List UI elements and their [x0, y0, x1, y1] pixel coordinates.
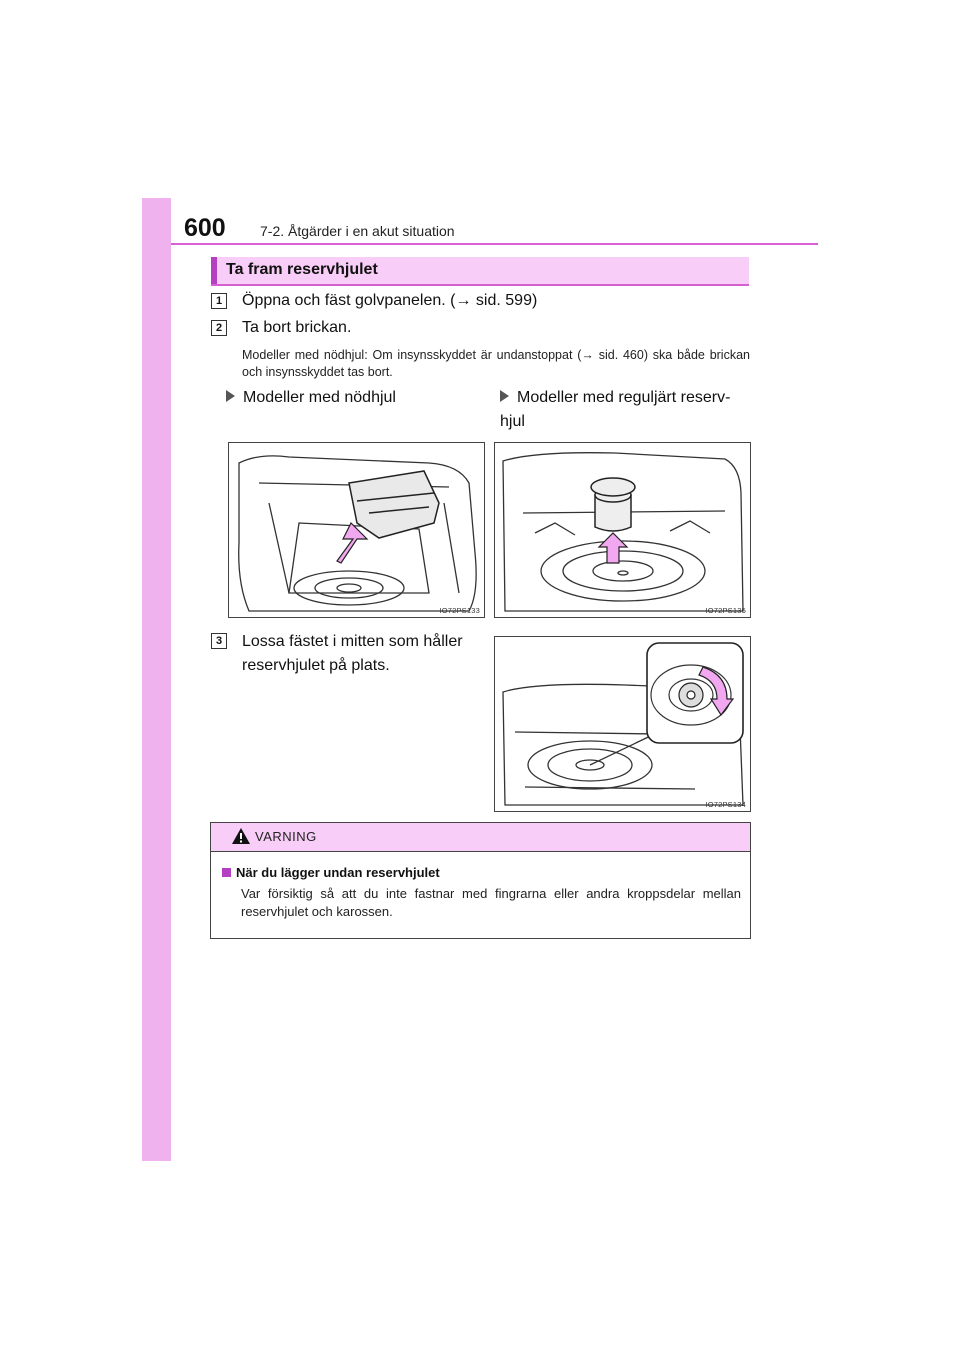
- variant-label-emergency: Modeller med nödhjul: [226, 386, 476, 410]
- trunk-spare-wheel-illustration: [502, 452, 744, 612]
- header-rule: [171, 243, 818, 245]
- warning-triangle-icon: [232, 828, 250, 844]
- step-text-3: Lossa fästet i mitten som håller reservh…: [242, 633, 463, 674]
- triangle-bullet-icon: [500, 390, 509, 402]
- figure-code: IO72PS135: [705, 606, 746, 615]
- spare-wheel-clamp-illustration: [502, 642, 744, 806]
- step-text-2: Ta bort brickan.: [242, 319, 352, 336]
- figure-clamp-release: IO72PS134: [494, 636, 751, 812]
- page-number: 600: [184, 214, 226, 242]
- section-title: 7-2. Åtgärder i en akut situation: [260, 223, 455, 239]
- warning-body: Var försiktig så att du inte fastnar med…: [241, 886, 741, 919]
- warning-subtitle: När du lägger undan reservhjulet: [222, 865, 440, 880]
- triangle-bullet-icon: [226, 390, 235, 402]
- side-margin-bar: [142, 198, 171, 1161]
- step-number-2: 2: [211, 320, 227, 336]
- variant-label-text: Modeller med reguljärt reserv-hjul: [500, 389, 731, 430]
- figure-tray-removal: IO72PS133: [228, 442, 485, 618]
- step-note: Modeller med nödhjul: Om insynsskyddet ä…: [242, 348, 750, 379]
- step-number-1: 1: [211, 293, 227, 309]
- figure-code: IO72PS134: [705, 800, 746, 809]
- figure-code: IO72PS133: [439, 606, 480, 615]
- section-banner: Ta fram reservhjulet: [211, 257, 749, 286]
- warning-subtitle-text: När du lägger undan reservhjulet: [236, 865, 440, 880]
- variant-label-text: Modeller med nödhjul: [243, 389, 396, 406]
- step-number-3: 3: [211, 633, 227, 649]
- step-text-1: Öppna och fäst golvpanelen. (→ sid. 599): [242, 292, 538, 309]
- banner-accent: [211, 257, 217, 284]
- warning-header: VARNING: [211, 823, 750, 852]
- trunk-tray-lift-illustration: [238, 455, 477, 612]
- warning-title: VARNING: [255, 829, 317, 844]
- variant-label-regular: Modeller med reguljärt reserv-hjul: [500, 386, 750, 434]
- figure-spare-wheel-regular: IO72PS135: [494, 442, 751, 618]
- square-bullet-icon: [222, 868, 231, 877]
- warning-box: VARNING När du lägger undan reservhjulet…: [210, 822, 751, 939]
- banner-title: Ta fram reservhjulet: [226, 261, 378, 278]
